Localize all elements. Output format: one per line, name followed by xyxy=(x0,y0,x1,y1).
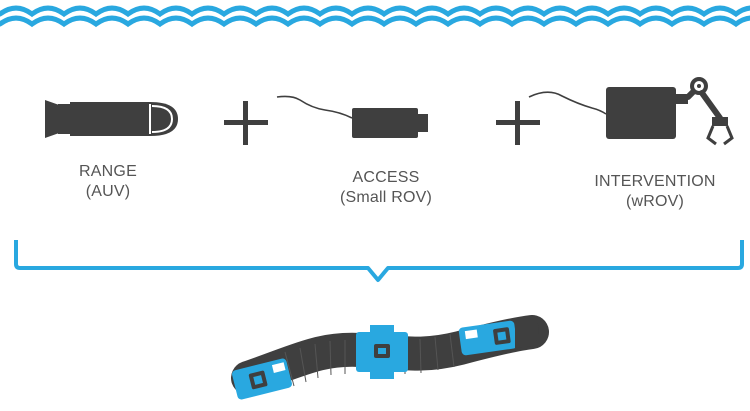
label-range-title: RANGE xyxy=(79,163,137,180)
plus-icon xyxy=(496,101,540,145)
label-access-title: ACCESS xyxy=(352,169,420,186)
water-surface-waves xyxy=(0,5,750,28)
label-range: RANGE (AUV) xyxy=(79,162,137,202)
small-rov-icon xyxy=(276,95,428,138)
label-intervention-subtitle: (wROV) xyxy=(625,193,685,210)
label-intervention-title: INTERVENTION xyxy=(594,173,716,190)
torpedo-auv-icon xyxy=(45,100,178,138)
plus-icon xyxy=(224,101,268,145)
label-access-subtitle: (Small ROV) xyxy=(340,189,432,206)
label-access: ACCESS (Small ROV) xyxy=(340,168,432,208)
label-intervention: INTERVENTION (wROV) xyxy=(594,172,715,212)
label-range-subtitle: (AUV) xyxy=(85,183,131,200)
work-rov-with-arm-icon xyxy=(528,77,734,146)
snake-robot-icon xyxy=(231,315,549,400)
grouping-bracket xyxy=(14,240,744,282)
